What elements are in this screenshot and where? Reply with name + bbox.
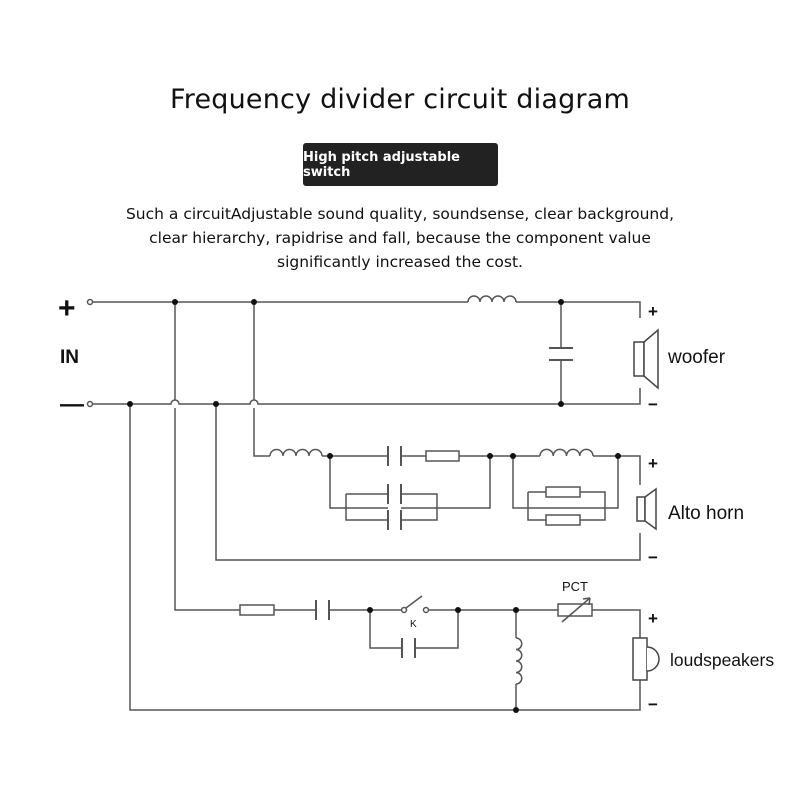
switch-badge: High pitch adjustable switch xyxy=(303,143,498,186)
capacitor-icon xyxy=(401,638,416,658)
description-line: Such a circuitAdjustable sound quality, … xyxy=(125,205,675,223)
input-plus-label: + xyxy=(58,292,76,325)
alto-plus-label: + xyxy=(648,454,658,473)
pct-label: PCT xyxy=(562,579,588,594)
capacitor-icon xyxy=(387,510,402,530)
description-line: clear hierarchy, rapidrise and fall, bec… xyxy=(149,229,651,247)
tweeter-speaker-icon xyxy=(632,637,660,681)
tweeter-minus-label: − xyxy=(648,695,658,714)
wires xyxy=(92,301,641,711)
inductor-icon xyxy=(539,448,594,457)
capacitor-icon xyxy=(387,484,402,504)
input-label: IN xyxy=(60,347,79,368)
page-title: Frequency divider circuit diagram xyxy=(170,84,630,115)
capacitor-icon xyxy=(549,347,573,361)
resistor-icon xyxy=(425,450,460,462)
capacitor-icon xyxy=(387,446,402,466)
woofer-plus-label: + xyxy=(648,302,658,321)
tweeter-label: loudspeakers xyxy=(670,650,774,670)
inductor-icon xyxy=(467,295,517,303)
alto-horn-speaker-icon xyxy=(636,487,657,531)
alto-horn-label: Alto horn xyxy=(668,503,744,524)
resistor-icon xyxy=(239,604,275,616)
description: Such a circuitAdjustable sound quality, … xyxy=(95,202,705,274)
inductor-icon xyxy=(269,448,323,457)
inductor-icon xyxy=(515,637,523,685)
alto-minus-label: − xyxy=(648,548,658,567)
woofer-label: woofer xyxy=(667,347,726,368)
switch-k-label: K xyxy=(410,619,417,630)
description-line: significantly increased the cost. xyxy=(277,253,523,271)
junction-dots xyxy=(127,299,621,713)
pct-thermistor-icon xyxy=(557,597,593,623)
capacitor-icon xyxy=(315,600,330,620)
woofer-speaker-icon xyxy=(633,328,659,390)
input-minus-label: — xyxy=(60,391,84,418)
resistor-icon xyxy=(545,486,581,498)
switch-icon xyxy=(400,595,430,614)
input-terminal-icon xyxy=(86,298,94,408)
resistor-icon xyxy=(545,514,581,526)
woofer-minus-label: − xyxy=(648,395,658,414)
tweeter-plus-label: + xyxy=(648,609,658,628)
